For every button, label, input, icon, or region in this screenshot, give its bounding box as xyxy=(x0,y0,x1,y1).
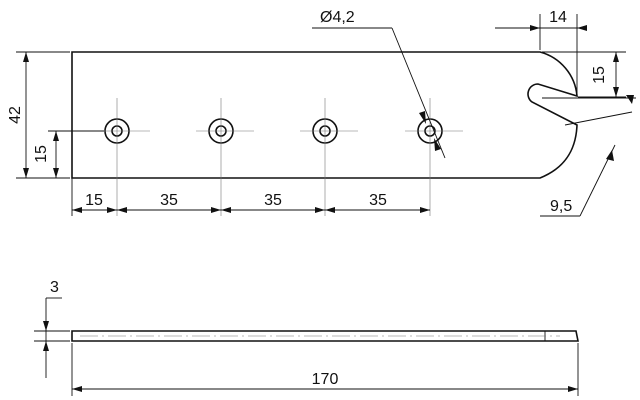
dim-thickness-label: 3 xyxy=(50,279,59,296)
top-view: 42 15 15 35 35 35 xyxy=(7,9,636,217)
dim-hole-row-offset-label: 15 xyxy=(33,145,50,163)
dim-first-hole-label: 15 xyxy=(85,192,103,209)
dim-hole-row-offset: 15 xyxy=(33,130,104,178)
dim-slot-offset-label: 15 xyxy=(591,66,608,84)
dim-hole-chain: 15 35 35 35 xyxy=(71,178,430,216)
side-view: 3 170 xyxy=(34,279,579,396)
dim-overall-width: 42 xyxy=(7,51,70,179)
dim-slot-depth-label: 14 xyxy=(549,9,567,26)
dim-thickness: 3 xyxy=(34,279,70,378)
dim-slot-depth: 14 xyxy=(495,9,587,94)
dim-overall-length-label: 170 xyxy=(312,371,339,388)
dim-hole-diameter-label: Ø4,2 xyxy=(320,9,355,26)
dim-overall-length: 170 xyxy=(71,343,579,396)
dim-overall-width-label: 42 xyxy=(7,106,24,124)
plate-outline xyxy=(71,51,578,179)
dim-pitch-1-label: 35 xyxy=(160,192,178,209)
dim-end-radius: 9,5 xyxy=(540,95,636,217)
dim-pitch-3-label: 35 xyxy=(369,192,387,209)
hole-center-lines xyxy=(92,98,463,216)
dim-end-radius-label: 9,5 xyxy=(550,198,572,215)
dim-slot-offset: 15 xyxy=(542,51,626,98)
side-profile xyxy=(71,330,579,342)
dim-pitch-2-label: 35 xyxy=(264,192,282,209)
dim-hole-diameter: Ø4,2 xyxy=(312,9,446,159)
